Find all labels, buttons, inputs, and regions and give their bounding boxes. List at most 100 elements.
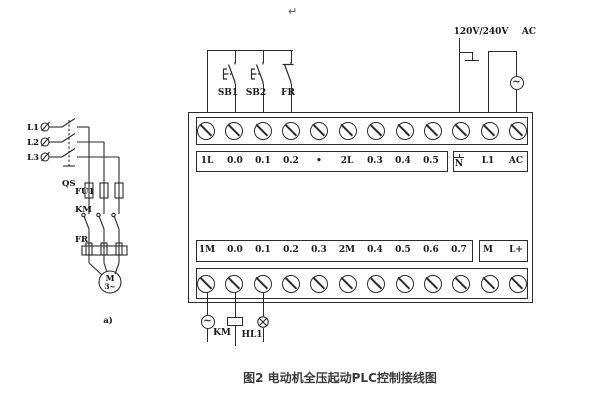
terminal-label-2L: 2L	[340, 156, 354, 166]
contactor-coil-label: KM	[213, 328, 231, 338]
terminal-screw	[508, 122, 527, 140]
terminal-label-1L: 1L	[200, 156, 214, 166]
terminal-screw	[225, 122, 244, 140]
contactor-contact-icon	[111, 212, 116, 218]
output-ac-source-symbol: ~	[200, 315, 215, 329]
terminal-label-i0.2: 0.2	[283, 156, 299, 166]
paragraph-return-mark: ↵	[288, 5, 298, 18]
terminal-label-AC: AC	[508, 156, 524, 166]
ac-source-symbol: ~	[509, 75, 524, 90]
terminal-label-q0.3: 0.3	[311, 245, 327, 255]
wire	[263, 328, 265, 342]
terminal-screw	[310, 274, 329, 293]
terminal-screw	[282, 122, 301, 140]
plc-bottom-terminal-strip	[196, 268, 528, 299]
terminal-label-2M: 2M	[338, 245, 356, 255]
terminal-screw	[480, 274, 499, 293]
plc-bottom-label-box	[196, 240, 473, 262]
terminal-label-dot: •	[316, 156, 322, 166]
wire	[263, 293, 265, 316]
terminal-label-M: M	[483, 245, 493, 255]
pushbutton-sb2-symbol	[250, 62, 264, 84]
wire	[488, 51, 518, 53]
terminal-screw	[225, 274, 244, 293]
supply-voltage-label: 120V/240V	[453, 27, 509, 37]
line-wire	[488, 51, 490, 122]
terminal-label-q0.5: 0.5	[395, 245, 411, 255]
phase-label-l3: L3	[27, 153, 39, 163]
terminal-label-i0.1: 0.1	[255, 156, 271, 166]
terminal-label-i0.4: 0.4	[395, 156, 411, 166]
terminal-label-q0.7: 0.7	[451, 245, 467, 255]
neutral-ground-bar	[454, 157, 464, 159]
neutral-wire	[459, 38, 461, 122]
terminal-label-1M: 1M	[198, 245, 216, 255]
pushbutton-sb1-symbol	[222, 62, 236, 84]
contactor-label: KM	[75, 205, 92, 215]
wire	[235, 84, 237, 122]
terminal-screw	[423, 274, 442, 293]
terminal-screw	[197, 274, 215, 293]
terminal-label-L1: L1	[481, 156, 495, 166]
ground-symbol	[465, 60, 479, 62]
terminal-screw	[338, 122, 357, 140]
terminal-screw	[423, 122, 442, 140]
main-circuit-wires	[40, 118, 128, 294]
wire	[516, 51, 518, 76]
terminal-screw	[508, 274, 527, 293]
start-button-1-label: SB1	[217, 88, 239, 98]
terminal-screw	[367, 274, 386, 293]
terminal-screw	[282, 274, 301, 293]
subfigure-label: a)	[103, 315, 113, 326]
terminal-label-q0.6: 0.6	[423, 245, 439, 255]
terminal-screw	[395, 122, 414, 140]
plc-top-terminal-strip	[196, 117, 528, 145]
wire	[459, 52, 473, 54]
figure-caption: 图2 电动机全压起动PLC控制接线图	[243, 371, 437, 385]
fuse-symbol	[114, 182, 124, 199]
terminal-label-q0.0: 0.0	[227, 245, 243, 255]
wire	[516, 89, 518, 122]
plc-top-power-label-box	[453, 151, 528, 172]
wire	[235, 293, 237, 317]
terminal-screw	[395, 274, 414, 293]
main-circuit-diagram: L1 L2 L3 QS FU1 KM FR M 3~ a)	[27, 118, 128, 326]
contactor-contact-icon	[81, 212, 86, 218]
disconnect-label: QS	[62, 179, 76, 189]
terminal-label-i0.3: 0.3	[367, 156, 383, 166]
wire	[235, 50, 237, 63]
wire	[235, 326, 237, 346]
terminal-label-q0.1: 0.1	[255, 245, 271, 255]
wire	[207, 329, 209, 342]
terminal-screw	[253, 274, 272, 293]
terminal-screw	[367, 122, 386, 140]
terminal-label-q0.4: 0.4	[367, 245, 383, 255]
neutral-ground-tick	[458, 153, 460, 158]
start-button-2-label: SB2	[245, 88, 267, 98]
terminal-screw	[480, 122, 499, 140]
wire	[263, 84, 265, 122]
wire	[291, 50, 293, 63]
input-bus-wire	[207, 50, 293, 52]
overload-label: FR	[75, 235, 89, 245]
motor-type-label: 3~	[105, 282, 116, 291]
motor-symbol	[98, 270, 122, 294]
terminal-screw	[197, 122, 215, 140]
plc-top-label-box	[196, 151, 448, 172]
overload-contact-fr-symbol	[282, 62, 294, 84]
overload-contact-label: FR	[281, 88, 295, 98]
terminal-label-N: N	[454, 159, 464, 169]
terminal-screw	[452, 274, 471, 293]
indicator-lamp-label: HL1	[241, 330, 263, 340]
contactor-coil-symbol	[227, 317, 243, 326]
terminal-label-i0.0: 0.0	[227, 156, 243, 166]
wire	[472, 52, 474, 61]
terminal-screw	[253, 122, 272, 140]
indicator-lamp-symbol	[257, 316, 269, 328]
motor-label: M	[106, 273, 115, 283]
terminal-screw	[310, 122, 329, 140]
wire	[291, 84, 293, 122]
wire	[207, 50, 209, 122]
wire	[263, 50, 265, 63]
